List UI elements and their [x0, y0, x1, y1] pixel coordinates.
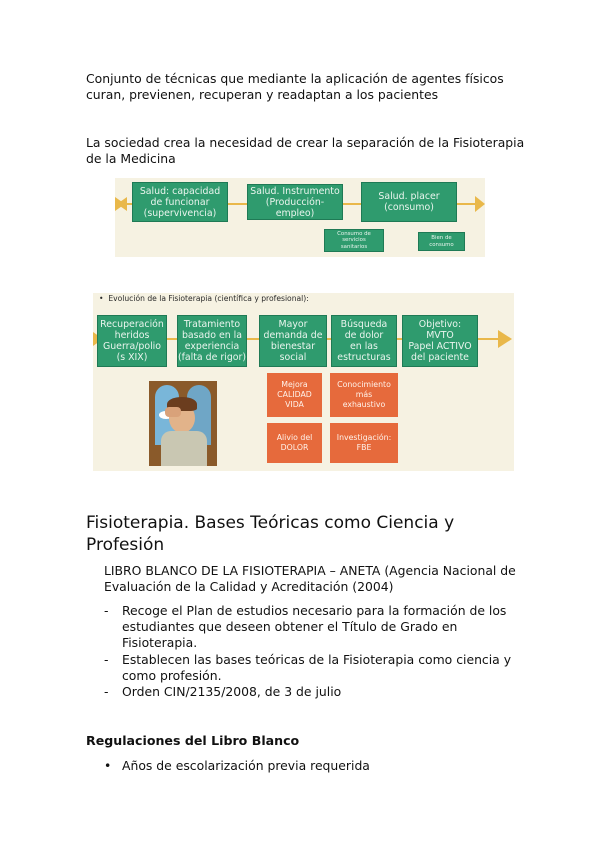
society-line-1: La sociedad crea la necesidad de crear l… — [86, 135, 525, 150]
diamond-icon — [117, 197, 127, 211]
libro-line-2: Evaluación de la Calidad y Acreditación … — [104, 579, 394, 594]
dash-marker: - — [104, 652, 109, 667]
body-shape — [161, 431, 207, 466]
society-paragraph: La sociedad crea la necesidad de crear l… — [86, 135, 524, 167]
regulaciones-item-1: Años de escolarización previa requerida — [122, 758, 370, 773]
health-instrument-box: Salud. Instrumento(Producción-empleo) — [247, 184, 343, 220]
section-title-line-2: Profesión — [86, 535, 165, 555]
arrow-right-icon — [498, 330, 512, 348]
bullet-marker: • — [104, 758, 112, 773]
list-item: Recoge el Plan de estudios necesario par… — [122, 603, 507, 650]
list-item: Establecen las bases teóricas de la Fisi… — [122, 652, 512, 683]
intro-line-1: Conjunto de técnicas que mediante la apl… — [86, 71, 504, 86]
evolution-heading: • Evolución de la Fisioterapia (científi… — [99, 294, 309, 304]
regulaciones-title: Regulaciones del Libro Blanco — [86, 733, 300, 748]
section-title-line-1: Fisioterapia. Bases Teóricas como Cienci… — [86, 513, 455, 533]
intro-line-2: curan, previenen, recuperan y readaptan … — [86, 87, 439, 102]
health-pleasure-box: Salud. placer(consumo) — [361, 182, 457, 222]
section-title: Fisioterapia. Bases Teóricas como Cienci… — [86, 512, 454, 556]
hand-shape — [165, 407, 181, 417]
painting-illustration — [149, 381, 217, 466]
libro-line-1: LIBRO BLANCO DE LA FISIOTERAPIA – ANETA … — [104, 563, 516, 578]
dash-marker: - — [104, 684, 109, 699]
libro-blanco-paragraph: LIBRO BLANCO DE LA FISIOTERAPIA – ANETA … — [104, 563, 516, 595]
physio-evolution-diagram: • Evolución de la Fisioterapia (científi… — [93, 293, 514, 471]
intro-paragraph: Conjunto de técnicas que mediante la apl… — [86, 71, 504, 103]
arrow-right-icon — [475, 196, 485, 212]
dash-marker: - — [104, 603, 109, 618]
list-item: Orden CIN/2135/2008, de 3 de julio — [122, 684, 342, 699]
society-line-2: de la Medicina — [86, 151, 176, 166]
bullet-icon: • — [99, 294, 104, 303]
evolution-heading-text: Evolución de la Fisioterapia (científica… — [108, 294, 309, 303]
research-box: Investigación:FBE — [330, 423, 398, 463]
